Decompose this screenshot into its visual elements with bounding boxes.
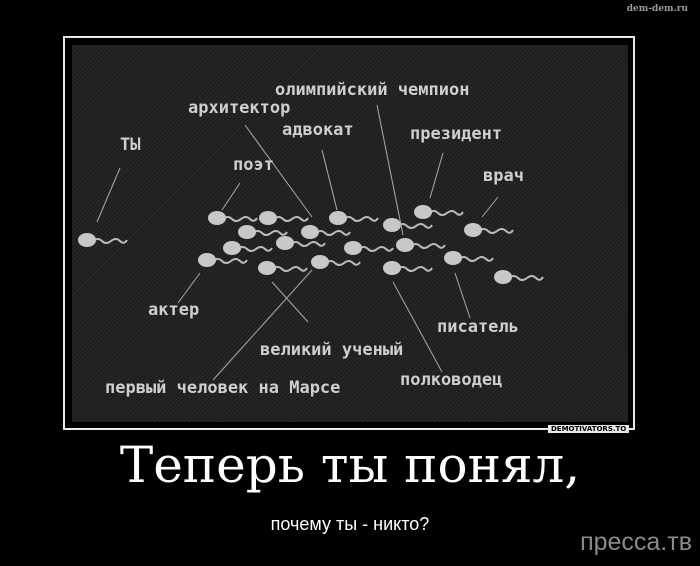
pointer-line [481,196,499,218]
frame-tag: DEMOTIVATORS.TO [548,425,630,433]
pointer-line [212,269,313,381]
label-commander: полководец [400,370,503,390]
sperm-cell [329,211,379,225]
sperm-cell [78,233,128,247]
sperm-cell [383,261,433,275]
pointer-line [376,104,404,236]
pointer-line [271,281,309,323]
label-scientist: великий ученый [260,340,404,360]
sperm-cell [223,241,273,255]
poster-subtitle: почему ты - никто? [270,514,430,534]
label-architect: архитектор [188,98,291,118]
sperm-cell [396,238,446,252]
sperm-cell [311,255,361,269]
pointer-line [244,124,313,218]
sperm-cell [383,218,433,232]
sperm-cell [238,225,288,239]
pointer-line [221,182,241,211]
sperm-cell [258,261,308,275]
sperm-cell [259,211,309,225]
watermark: пресса.тв [580,528,692,556]
label-actor: актер [148,300,200,320]
label-president: президент [410,124,503,144]
label-you: ТЫ [120,135,141,155]
sperm-cell [414,205,464,219]
label-doctor: врач [483,166,524,186]
label-poet: поэт [233,155,274,175]
sperm-cell [301,225,351,239]
sperm-cell [276,236,326,250]
pointer-line [321,149,338,211]
label-writer: писатель [437,317,519,337]
pointer-line [177,272,201,304]
label-olympic: олимпийский чемпион [275,80,470,100]
sperm-cell [344,241,394,255]
label-mars: первый человек на Марсе [105,378,341,398]
label-lawyer: адвокат [282,120,354,140]
sperm-cell [208,211,258,225]
sperm-cell [464,223,514,237]
pointer-line [454,272,471,319]
pointer-line [392,281,443,373]
pointer-line [96,167,121,223]
site-tag: dem-dem.ru [626,4,688,14]
sperm-cell [494,270,544,284]
sperm-cell [444,251,494,265]
sperm-cell [198,253,248,267]
pointer-line [429,152,444,199]
poster-title: Теперь ты понял, [119,436,581,494]
